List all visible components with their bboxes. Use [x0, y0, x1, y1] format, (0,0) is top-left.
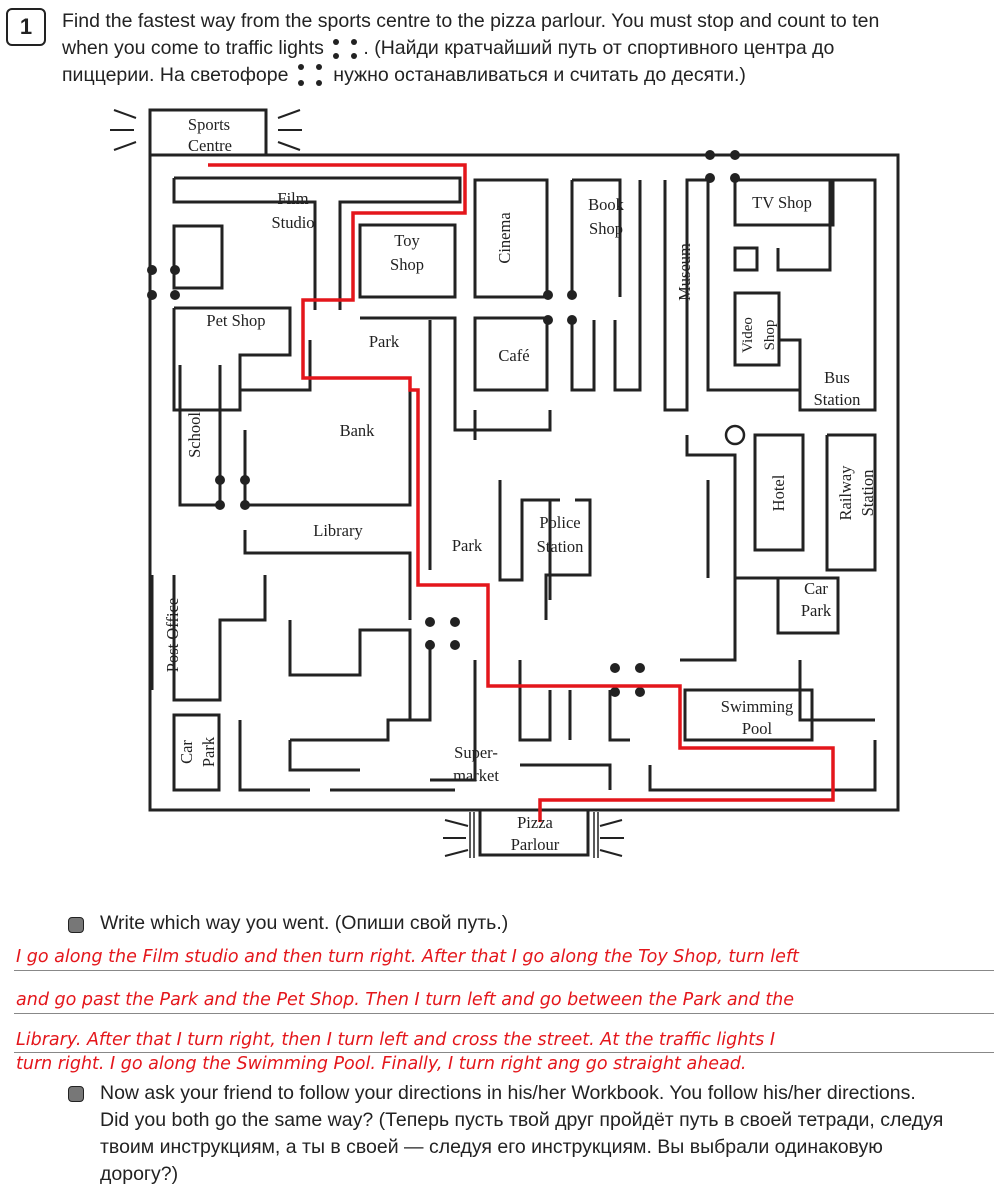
park-mid-label: Park	[452, 536, 483, 555]
answer-line-3: Library. After that I turn right, then I…	[16, 1030, 776, 1050]
bank-label: Bank	[340, 421, 376, 440]
film-studio-label-2: Studio	[271, 213, 314, 232]
swimming-pool-label: Swimming	[721, 697, 793, 716]
car-park-right-label: Car	[804, 579, 828, 598]
pizza-parlour-label: Pizza	[517, 813, 553, 832]
write-prompt: Write which way you went. (Опиши свой пу…	[100, 912, 509, 934]
follow-line-3: твоим инструкциям, а ты в своей — следуя…	[100, 1136, 883, 1158]
answer-rule	[14, 1052, 994, 1053]
supermarket-label: Super-	[454, 743, 498, 762]
hotel-label: Hotel	[769, 474, 788, 511]
answer-line-2: and go past the Park and the Pet Shop. T…	[16, 990, 795, 1010]
traffic-lights	[147, 150, 740, 697]
follow-instructions: Now ask your friend to follow your direc…	[100, 1080, 995, 1188]
traffic-lights-icon	[329, 37, 363, 61]
town-maze-map: Sports Centre Film Studio Toy Shop Cinem…	[110, 108, 900, 858]
school-label: School	[185, 412, 204, 458]
sports-centre-label-2: Centre	[188, 136, 232, 155]
bus-station-label-2: Station	[814, 390, 861, 409]
book-shop-label: Book	[588, 195, 625, 214]
post-office-label: Post Office	[163, 598, 182, 672]
sports-centre-rays	[110, 109, 302, 151]
exercise-number: 1	[6, 8, 46, 46]
answer-line-1: I go along the Film studio and then turn…	[16, 947, 799, 967]
sports-centre-box	[148, 108, 268, 157]
film-studio-label: Film	[277, 189, 308, 208]
police-station-label-2: Station	[537, 537, 584, 556]
pet-shop-label: Pet Shop	[206, 311, 265, 330]
answer-rule	[14, 1013, 994, 1014]
cafe-label: Café	[498, 346, 529, 365]
car-park-right-label-2: Park	[801, 601, 832, 620]
video-shop-label: Video	[740, 317, 756, 353]
library-label: Library	[313, 521, 363, 540]
pizza-parlour-box	[478, 808, 590, 857]
pizza-hatching	[469, 812, 599, 858]
police-station-label: Police	[539, 513, 580, 532]
car-park-left-label-2: Park	[199, 736, 218, 767]
bus-station-label: Bus	[824, 368, 850, 387]
tv-shop-label: TV Shop	[752, 193, 812, 212]
follow-line-1: Now ask your friend to follow your direc…	[100, 1082, 916, 1104]
task-line-3: пиццерии. На светофоре нужно останавлива…	[62, 63, 746, 88]
railway-station-label: Railway	[836, 465, 855, 521]
video-shop-label-2: Shop	[762, 320, 778, 351]
railway-station-label-2: Station	[858, 470, 877, 517]
traffic-lights-icon	[294, 63, 328, 88]
toy-shop-label-2: Shop	[390, 255, 424, 274]
roundabout-circle	[724, 424, 746, 446]
fastest-route-line	[208, 163, 835, 822]
map-labels: Sports Centre Film Studio Toy Shop Cinem…	[163, 115, 877, 854]
museum-label: Museum	[675, 243, 694, 301]
pizza-parlour-rays	[443, 819, 624, 857]
answer-rule	[14, 970, 994, 971]
sports-centre-label: Sports	[188, 115, 230, 134]
toy-shop-label: Toy	[394, 231, 420, 250]
car-park-left-label: Car	[177, 740, 196, 764]
task-line-2: when you come to traffic lights . (Найди…	[62, 37, 835, 61]
park-top-label: Park	[369, 332, 400, 351]
book-shop-label-2: Shop	[589, 219, 623, 238]
swimming-pool-label-2: Pool	[742, 719, 773, 738]
supermarket-label-2: market	[453, 766, 499, 785]
follow-line-4: дорогу?)	[100, 1163, 179, 1185]
pizza-parlour-label-2: Parlour	[511, 835, 560, 854]
maze-walls	[148, 108, 900, 857]
answer-line-4: turn right. I go along the Swimming Pool…	[16, 1054, 747, 1074]
follow-line-2: Did you both go the same way? (Теперь пу…	[100, 1109, 944, 1131]
bullet-icon	[68, 1086, 84, 1102]
cinema-label: Cinema	[495, 212, 514, 264]
bullet-icon	[68, 917, 84, 933]
task-line-1: Find the fastest way from the sports cen…	[62, 10, 880, 32]
task-instructions: Find the fastest way from the sports cen…	[62, 8, 992, 89]
